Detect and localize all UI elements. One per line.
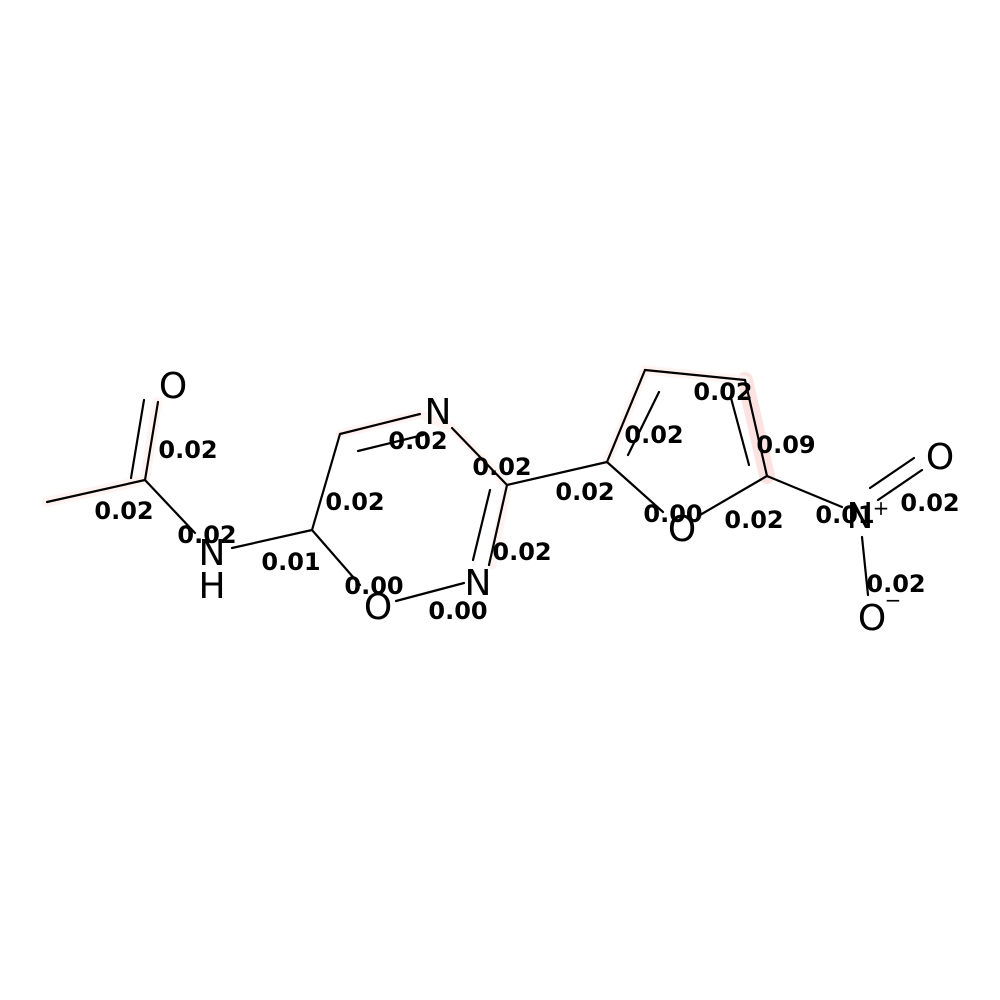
- score-c6-c7: 0.02: [624, 421, 683, 449]
- bond-c5-c6: [505, 460, 609, 487]
- bonds: [45, 368, 924, 603]
- atom-n1: N: [199, 533, 226, 574]
- atom-n4: N: [847, 496, 874, 537]
- bond-n1-c3: [230, 528, 314, 550]
- score-c5-n3: 0.02: [492, 538, 551, 566]
- bond-c4-n2-b: [356, 433, 425, 453]
- atom-n2: N: [425, 392, 452, 433]
- bond-c7-c8: [643, 368, 747, 382]
- bond-c2-n1: [143, 478, 197, 535]
- atom-o4: O: [926, 437, 954, 478]
- atom-o3: O: [668, 509, 696, 550]
- bond-n3-o2: [394, 581, 466, 603]
- bond-c3-c4: [310, 432, 342, 532]
- bond-c6-c7-a: [605, 368, 647, 464]
- charge-n4: +: [873, 496, 890, 520]
- score-c1-c2: 0.02: [94, 497, 153, 525]
- bond-c2-o1-b: [129, 398, 146, 480]
- bond-c6-c7-b: [626, 390, 661, 457]
- attribution-highlights: [42, 365, 775, 570]
- score-c7-c8: 0.02: [693, 378, 752, 406]
- score-n2-c5: 0.02: [472, 453, 531, 481]
- atom-o5: O: [858, 598, 886, 639]
- score-c5-c6: 0.02: [555, 478, 614, 506]
- bond-o3-c6: [605, 460, 665, 514]
- bond-c9-o3: [698, 474, 769, 517]
- charge-o5: −: [885, 588, 902, 612]
- score-c2-n1: 0.02: [177, 521, 236, 549]
- bond-c4-n2-a: [338, 412, 422, 436]
- atom-o1: O: [159, 366, 187, 407]
- bond-n2-c5: [450, 426, 509, 487]
- bond-o2-c3: [310, 528, 362, 587]
- bond-n4-o5: [860, 535, 870, 597]
- score-c3-c4: 0.02: [325, 488, 384, 516]
- bond-n4-o4-b: [868, 456, 916, 490]
- score-n3-o2: 0.00: [428, 597, 487, 625]
- score-n1-c3: 0.01: [261, 548, 320, 576]
- atom-h1: H: [198, 566, 225, 607]
- score-n4-o5: 0.02: [866, 570, 925, 598]
- atom-o2: O: [364, 587, 392, 628]
- bond-n4-o4-a: [876, 468, 924, 502]
- atom-labels: O N H N N O O N + O O −: [159, 366, 954, 639]
- bond-c8-c9-b: [729, 396, 751, 467]
- bond-scores: 0.02 0.02 0.02 0.01 0.02 0.02 0.02 0.02 …: [94, 378, 959, 625]
- score-c8-c9: 0.09: [756, 431, 815, 459]
- atom-n3: N: [465, 563, 492, 604]
- bond-c9-n4: [765, 474, 844, 509]
- score-o2-c3: 0.00: [344, 572, 403, 600]
- score-c4-n2: 0.02: [388, 427, 447, 455]
- score-c9-n4: 0.01: [815, 501, 874, 529]
- bond-c1-c2: [45, 478, 147, 504]
- score-n4-o4: 0.02: [900, 489, 959, 517]
- bond-c5-n3-b: [471, 488, 492, 562]
- score-o3-c6: 0.00: [643, 500, 702, 528]
- bond-c2-o1-a: [143, 400, 160, 482]
- bond-c8-c9-a: [743, 378, 769, 478]
- score-c2-o1: 0.02: [158, 436, 217, 464]
- bond-c5-n3-a: [487, 483, 509, 567]
- score-c9-o3: 0.02: [724, 506, 783, 534]
